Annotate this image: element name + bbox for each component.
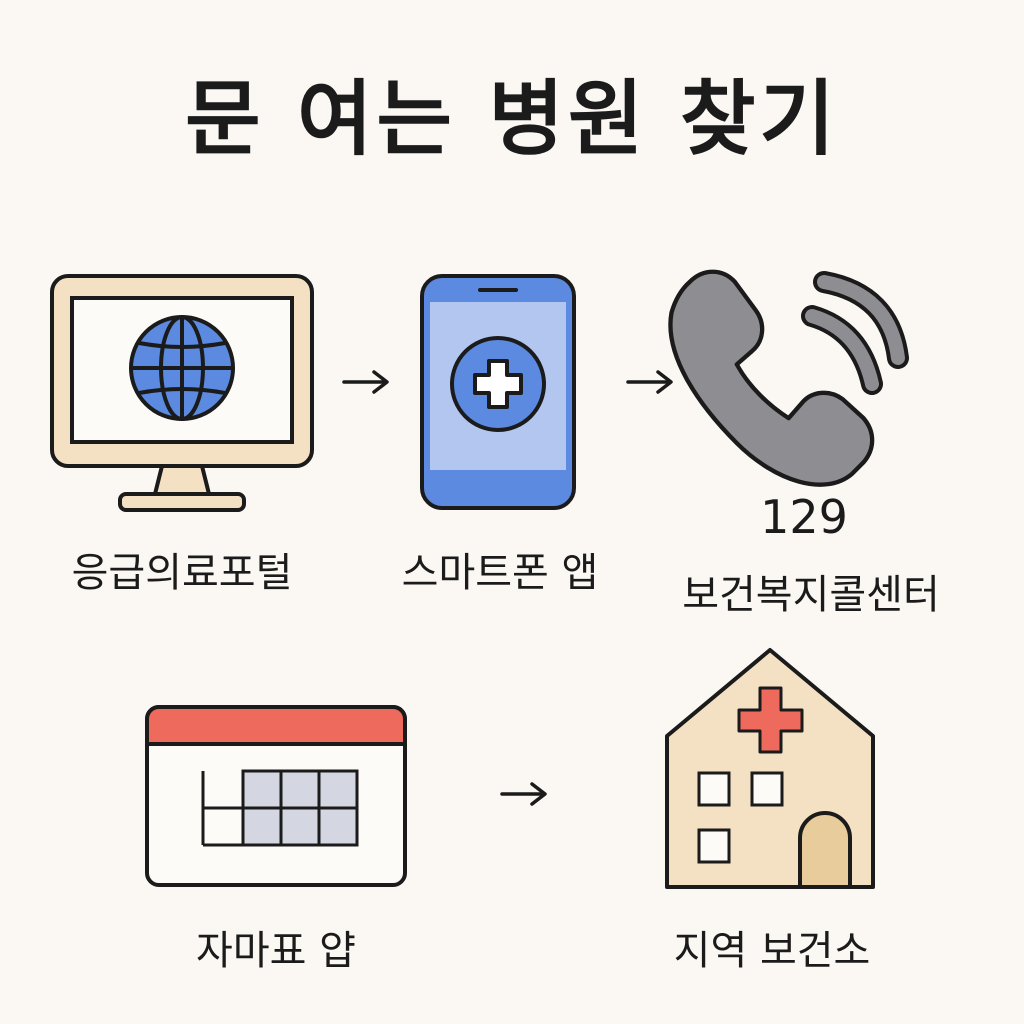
page-title: 문 여는 병원 찾기	[185, 72, 839, 167]
item-label: 지역 보건소	[673, 928, 871, 974]
arrow-right-icon	[500, 782, 547, 806]
arrow-right-icon	[342, 370, 389, 394]
item-label: 스마트폰 앱	[401, 550, 599, 596]
item-label: 보건복지콜센터	[682, 572, 940, 618]
item-label: 자마표 얍	[196, 928, 356, 974]
item-label: 응급의료포털	[71, 550, 293, 596]
arrow-right-icon	[626, 370, 673, 394]
call-center-number: 129	[760, 490, 848, 544]
